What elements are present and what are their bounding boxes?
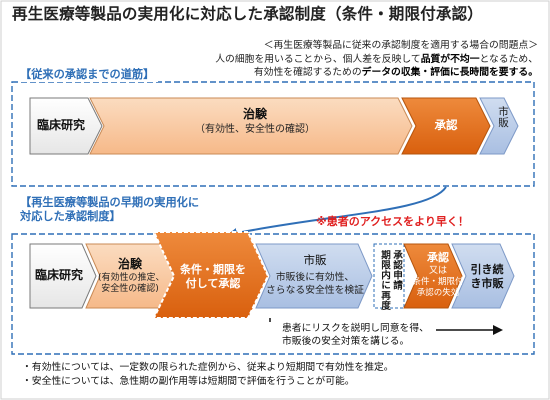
- problem-note-line1-pre: 人の細胞を用いることから、個人差を反映して: [215, 54, 421, 65]
- early-approval-sub-line2: 承認の失効: [416, 287, 460, 298]
- continued-market-shape: [451, 243, 515, 309]
- conv-approval-label: 承認: [434, 118, 458, 132]
- early-trial-label: 治験: [117, 257, 142, 271]
- conventional-section-label: 【従来の承認までの道筋】: [20, 68, 159, 82]
- problem-note-line2-bold: データの収集・評価に長時間を要する。: [361, 66, 538, 78]
- conv-trial-sublabel: （有効性、安全性の確認）: [195, 124, 315, 135]
- conditional-approval-line2: 付して承認: [185, 277, 241, 291]
- bullet-efficacy: ・有効性については、一定数の限られた症例から、従来より短期間で有効性を推定。: [22, 362, 394, 373]
- patient-access-callout: ※患者のアクセスをより早く！: [316, 215, 469, 228]
- problem-note-body: 人の細胞を用いることから、個人差を反映して品質が不均一となるため、 有効性を確認…: [215, 54, 538, 79]
- early-approval-or: 又は: [428, 266, 447, 276]
- problem-note-line1-bold: 品質が不均一: [420, 54, 480, 65]
- early-panel: [11, 231, 535, 355]
- early-trial-sub-line2: 安全性の確認): [101, 284, 159, 295]
- early-approval-sub-line1: 条件・期限付: [412, 277, 464, 287]
- continued-market-line1: 引き続: [470, 263, 504, 276]
- reapply-text-col2: 期限内に再度: [379, 250, 390, 311]
- transition-arrow: [227, 186, 447, 238]
- continued-market-line2: き市販: [470, 277, 504, 291]
- bullet-safety: ・安全性については、急性期の副作用等は短期間で評価を行うことが可能。: [22, 376, 355, 387]
- conv-trial-shape: [89, 97, 413, 155]
- early-clinical-shape: [29, 243, 97, 309]
- conv-market-shape: [479, 97, 519, 155]
- reapply-box: [373, 243, 405, 309]
- early-market-sub-line2: さらなる安全性を検証: [266, 284, 364, 296]
- risk-note-line1: 患者にリスクを説明し同意を得、: [282, 323, 429, 334]
- risk-note-line2: 市販後の安全対策を講じる。: [282, 335, 410, 347]
- early-market-sublabel: 市販後に有効性、 さらなる安全性を検証: [266, 272, 364, 297]
- conv-clinical-shape: [29, 97, 103, 155]
- problem-note-line1-post: となるため、: [479, 54, 539, 65]
- early-approval-label: 承認: [427, 251, 449, 264]
- early-market-sub-line1: 市販後に有効性、: [275, 272, 355, 283]
- early-trial-sub-line1: (有効性の推定、: [98, 273, 165, 283]
- conv-clinical-label: 臨床研究: [36, 118, 85, 132]
- page-title: 再生医療等製品の実用化に対応した承認制度（条件・期限付承認）: [12, 5, 484, 23]
- early-section-label-line1: 【再生医療等製品の早期の実用化に: [20, 196, 200, 209]
- early-section-label: 【再生医療等製品の早期の実用化に 対応した承認制度】: [20, 196, 204, 224]
- continued-market-label: 引き続 き市販: [466, 263, 508, 292]
- early-clinical-label: 臨床研究: [34, 268, 83, 282]
- conv-approval-shape: [401, 97, 491, 155]
- early-section-label-line2: 対応した承認制度】: [20, 210, 121, 223]
- early-approval-shape: [403, 243, 463, 309]
- conditional-approval-label: 条件・期限を 付して承認: [174, 263, 252, 292]
- conditional-approval-shape: [152, 231, 270, 319]
- conv-market-label: 市販: [497, 106, 509, 128]
- conventional-panel: [11, 81, 535, 187]
- early-trial-sublabel: (有効性の推定、 安全性の確認): [98, 273, 165, 296]
- risk-note-bg: [268, 322, 436, 352]
- early-approval-sublabel: 条件・期限付 承認の失効: [412, 277, 464, 298]
- risk-note: 患者にリスクを説明し同意を得、 市販後の安全対策を講じる。: [282, 323, 429, 348]
- problem-note-heading: ＜再生医療等製品に従来の承認制度を適用する場合の問題点＞: [263, 40, 538, 51]
- early-market-shape: [255, 243, 373, 309]
- conditional-approval-line1: 条件・期限を: [180, 263, 246, 276]
- problem-note-line2-pre: 有効性を確認するための: [253, 66, 362, 78]
- early-market-label: 市販: [303, 253, 327, 267]
- conv-trial-label: 治験: [242, 107, 267, 121]
- reapply-text-col1: 承認申請: [391, 250, 402, 291]
